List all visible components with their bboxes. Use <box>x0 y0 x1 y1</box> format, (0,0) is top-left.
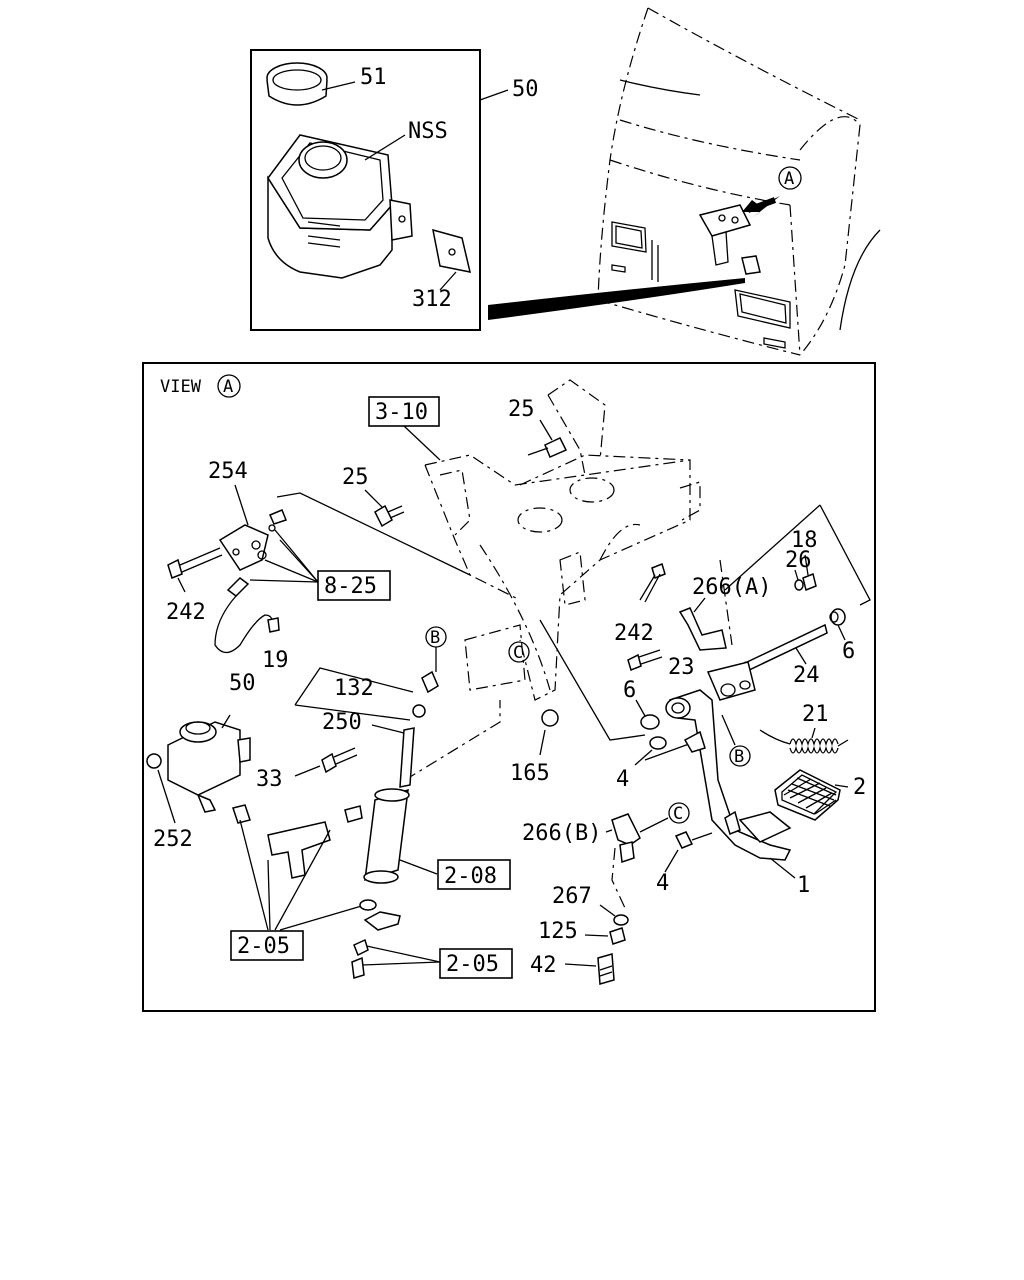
bushing-4-upper-part <box>634 736 667 766</box>
label-nss: NSS <box>408 119 448 144</box>
collar-6-right-part <box>829 608 846 641</box>
label-242-left: 242 <box>166 600 206 625</box>
reservoir-inset: 51 NSS 312 50 <box>250 49 539 331</box>
label-8-25: 8-25 <box>324 574 377 599</box>
washer-26-part <box>794 569 804 591</box>
label-51: 51 <box>360 65 387 90</box>
hydraulic-hose-part <box>232 804 331 879</box>
collar-6-left-part <box>635 699 660 730</box>
reservoir-body-part <box>267 134 413 279</box>
label-6-right: 6 <box>842 639 855 664</box>
view-title: VIEW <box>160 377 202 397</box>
label-266a: 266(A) <box>692 575 771 600</box>
label-267: 267 <box>552 884 592 909</box>
reservoir-cap-part <box>266 62 328 106</box>
return-spring-21-part <box>759 727 849 754</box>
ref-8-25-leaders <box>249 529 319 583</box>
view-a-frame <box>142 362 876 1012</box>
push-rod-250-part <box>371 724 415 788</box>
label-2-05-right: 2-05 <box>446 952 499 977</box>
label-3-10: 3-10 <box>375 400 428 425</box>
clevis-132-part <box>412 626 447 718</box>
label-50: 50 <box>229 671 256 696</box>
ref-box-2-05-left <box>230 930 304 961</box>
master-cylinder-50-part <box>167 714 251 813</box>
pipe-fittings-part <box>351 899 401 979</box>
label-21: 21 <box>802 702 829 727</box>
label-165: 165 <box>510 761 550 786</box>
ref-box-3-10 <box>368 396 440 427</box>
bolt-33-part <box>294 747 358 777</box>
bolt-242-mid-part <box>639 562 666 603</box>
label-18: 18 <box>791 528 818 553</box>
nut-252-part <box>146 753 176 824</box>
label-23: 23 <box>668 655 695 680</box>
switch-bracket-254-part <box>218 484 287 571</box>
label-24: 24 <box>793 663 820 688</box>
label-242-mid: 242 <box>614 621 654 646</box>
label-254: 254 <box>208 459 248 484</box>
marker-c-mid: C <box>513 643 523 663</box>
bolt-242-left-part <box>167 547 223 593</box>
marker-b-top: B <box>430 628 440 648</box>
label-312: 312 <box>412 287 452 312</box>
ref-box-2-05-right <box>439 948 513 979</box>
pedal-bracket-assembly <box>424 379 701 701</box>
bushing-4-lower-part <box>664 831 713 873</box>
label-125: 125 <box>538 919 578 944</box>
bracket-266a-part <box>678 597 727 651</box>
label-25-left: 25 <box>342 465 369 490</box>
clutch-pedal-arm-1-part <box>665 661 796 879</box>
bracket-266b-part <box>605 802 690 909</box>
label-26: 26 <box>785 548 812 573</box>
label-6-left: 6 <box>623 678 636 703</box>
label-2-08: 2-08 <box>444 864 497 889</box>
assembly-leader-lines <box>276 492 871 781</box>
slave-cylinder-part <box>344 788 438 884</box>
bolt-25-top-part <box>527 419 568 458</box>
switch-42-part <box>564 953 615 985</box>
label-266b: 266(B) <box>522 821 601 846</box>
nut-125-part <box>584 927 626 945</box>
label-132: 132 <box>334 676 374 701</box>
marker-b-lower: B <box>734 747 744 767</box>
clutch-switch-part <box>214 577 280 654</box>
label-2: 2 <box>853 775 866 800</box>
inset-frame <box>250 49 481 331</box>
label-1: 1 <box>797 873 810 898</box>
ref-box-8-25 <box>317 570 391 601</box>
ref-box-2-08 <box>437 859 511 890</box>
nut-18-part <box>802 554 817 592</box>
label-50-inset: 50 <box>512 77 539 102</box>
label-25-top: 25 <box>508 397 535 422</box>
inset-pointer-wedge <box>488 278 745 320</box>
nut-267-part <box>599 904 629 926</box>
marker-c-lower: C <box>673 804 683 824</box>
label-4-lower: 4 <box>656 871 669 896</box>
truck-view-marker: A <box>784 169 794 189</box>
label-42: 42 <box>530 953 557 978</box>
label-4-upper: 4 <box>616 767 629 792</box>
bracket-312-part <box>432 228 471 273</box>
truck-cab-outline: A <box>597 7 881 356</box>
ref-2-05-leaders <box>239 819 441 966</box>
label-2-05-left: 2-05 <box>237 934 290 959</box>
label-33: 33 <box>256 767 283 792</box>
bolt-25-left-part <box>364 489 405 528</box>
label-250: 250 <box>322 710 362 735</box>
bolt-23-part <box>627 649 663 672</box>
label-19: 19 <box>262 648 289 673</box>
view-marker: A <box>223 377 233 397</box>
label-252: 252 <box>153 827 193 852</box>
nut-165-part <box>539 709 559 756</box>
pedal-pad-2-part <box>774 769 849 821</box>
